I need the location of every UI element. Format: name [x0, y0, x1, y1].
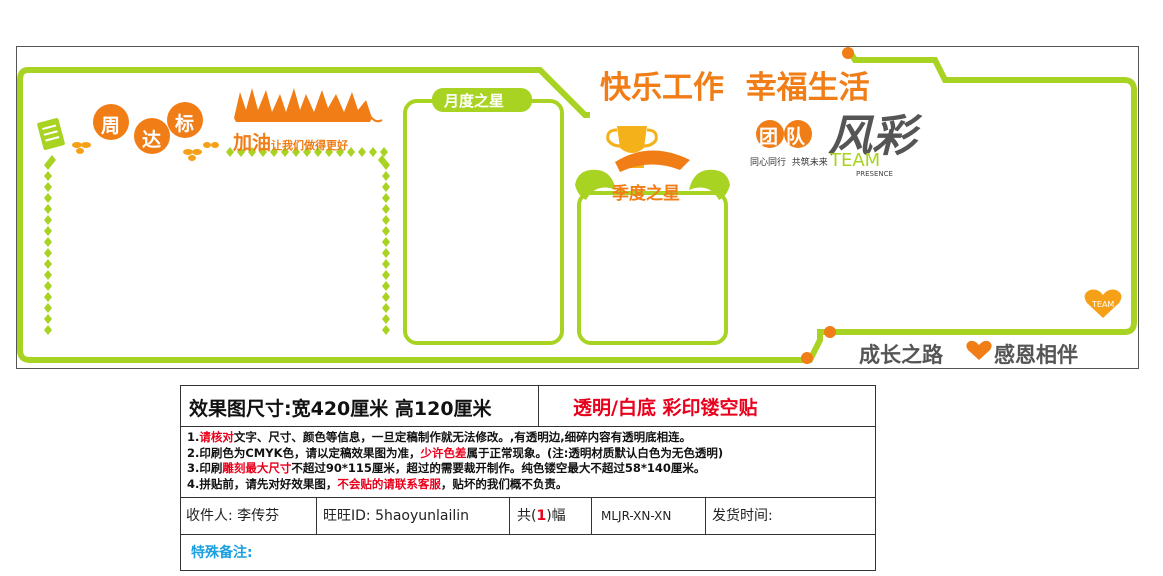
- diamond-dot: [336, 147, 344, 157]
- diamond-dot: [44, 259, 52, 269]
- trophy-icon: [606, 126, 690, 172]
- diamond-dot: [358, 147, 366, 157]
- diamond-dot: [378, 155, 386, 165]
- ship-time: 发货时间:: [712, 508, 773, 524]
- clipboard-icon: [37, 118, 65, 150]
- diamond-dot: [382, 270, 390, 280]
- heart-label: TEAM: [1092, 300, 1115, 309]
- recipient: 收件人: 李传芬: [186, 508, 280, 524]
- diamond-dot: [382, 314, 390, 324]
- quarter-star-label: 季度之星: [612, 184, 680, 204]
- month-star-tab: [432, 88, 532, 112]
- diamond-dot: [382, 237, 390, 247]
- week-char-1: 周: [101, 115, 121, 137]
- team-title: 团队: [759, 126, 814, 148]
- order-info-row: 收件人: 李传芬 旺旺ID: 5haoyunlailin 共(1)幅 MLJR-…: [181, 497, 875, 535]
- diamond-dot: [226, 147, 234, 157]
- design-artwork: [17, 47, 1137, 364]
- team-heart-icon: [1084, 289, 1122, 318]
- orange-dot-right: [824, 326, 836, 338]
- size-info: 效果图尺寸:宽420厘米 高120厘米: [189, 398, 492, 420]
- diamond-dot: [382, 204, 390, 214]
- week-circle-3: [167, 102, 203, 138]
- diamond-dot: [48, 155, 56, 165]
- diamond-dot: [44, 193, 52, 203]
- team-presence: PRESENCE: [856, 170, 893, 178]
- sheet-count: 共(1)幅: [517, 508, 566, 524]
- diamond-dot: [347, 147, 355, 157]
- diamond-dot: [248, 147, 256, 157]
- notes: 1.请核对文字、尺寸、颜色等信息，一旦定稿制作就无法修改。,有透明边,细碎内容有…: [187, 430, 871, 492]
- note-3: 3.印刷雕刻最大尺寸不超过90*115厘米，超过的需要裁开制作。纯色镂空最大不超…: [187, 461, 706, 475]
- cheering-crowd-icon: [234, 88, 383, 123]
- butterfly-icon: [72, 142, 219, 161]
- diamond-dot: [325, 147, 333, 157]
- diamond-dot: [44, 281, 52, 291]
- quarter-star-frame: [577, 191, 728, 345]
- team-sub: 同心同行 共筑未来: [750, 158, 828, 168]
- diamond-dot: [369, 147, 377, 157]
- diamond-dot: [382, 303, 390, 313]
- note-4: 4.拼贴前，请先对好效果图，不会贴的请联系客服，贴坏的我们概不负责。: [187, 476, 568, 491]
- diamond-dot: [382, 226, 390, 236]
- week-circle-1: [93, 104, 129, 140]
- diamond-dot: [44, 325, 52, 335]
- diamond-dot: [44, 182, 52, 192]
- spec-table: 效果图尺寸:宽420厘米 高120厘米 透明/白底 彩印镂空贴 1.请核对文字、…: [180, 385, 876, 571]
- diamond-dot: [382, 325, 390, 335]
- note-2: 2.印刷色为CMYK色，请以定稿效果图为准，少许色差属于正常现象。(注:透明材质…: [187, 445, 724, 460]
- orange-dot-bottom: [801, 352, 813, 364]
- team-brush: 风彩: [828, 111, 916, 162]
- product-code: MLJR-XN-XN: [601, 509, 672, 523]
- week-circle-2: [134, 118, 170, 154]
- diamond-dot: [382, 292, 390, 302]
- diamond-dot: [382, 171, 390, 181]
- orange-dot-top: [842, 47, 854, 59]
- diamond-dot: [44, 226, 52, 236]
- diamond-dot: [44, 292, 52, 302]
- spec-header-row: 效果图尺寸:宽420厘米 高120厘米 透明/白底 彩印镂空贴: [181, 386, 875, 427]
- diamond-dot: [382, 281, 390, 291]
- diamond-dot: [380, 147, 388, 157]
- cheer-title: 加油让我们做得更好: [233, 132, 349, 154]
- diamond-dot: [44, 204, 52, 214]
- team-en: TEAM: [830, 150, 881, 171]
- diamond-dot: [281, 147, 289, 157]
- diamond-dot: [382, 259, 390, 269]
- diamond-dot: [44, 171, 52, 181]
- week-char-3: 标: [175, 113, 195, 135]
- week-char-2: 达: [142, 129, 162, 151]
- green-frame-top: [28, 67, 590, 118]
- diamond-dot: [259, 147, 267, 157]
- diamond-border: [44, 147, 390, 335]
- team-circle-1: [756, 120, 784, 148]
- diamond-dot: [237, 147, 245, 157]
- gratitude-heart-icon: [966, 340, 992, 360]
- diamond-dot: [303, 147, 311, 157]
- special-remark: 特殊备注:: [191, 545, 253, 561]
- team-circle-2: [784, 120, 812, 148]
- month-star-label: 月度之星: [444, 92, 505, 110]
- diamond-dot: [44, 314, 52, 324]
- wings-icon: [575, 169, 730, 200]
- diamond-dot: [44, 237, 52, 247]
- growth-text: 成长之路: [859, 343, 943, 367]
- wangwang-id: 旺旺ID: 5haoyunlailin: [323, 508, 470, 524]
- diamond-dot: [44, 270, 52, 280]
- diamond-dot: [382, 182, 390, 192]
- diamond-dot: [292, 147, 300, 157]
- diamond-dot: [270, 147, 278, 157]
- diamond-dot: [314, 147, 322, 157]
- diamond-dot: [44, 248, 52, 258]
- green-frame-line: [17, 50, 1137, 363]
- diamond-dot: [382, 215, 390, 225]
- material-info: 透明/白底 彩印镂空贴: [573, 397, 758, 419]
- gratitude-text: 感恩相伴: [994, 343, 1078, 367]
- diamond-dot: [382, 248, 390, 258]
- diamond-dot: [44, 215, 52, 225]
- note-1: 1.请核对文字、尺寸、颜色等信息，一旦定稿制作就无法修改。,有透明边,细碎内容有…: [187, 430, 692, 444]
- slogan: 快乐工作 幸福生活: [600, 70, 870, 106]
- diamond-dot: [382, 193, 390, 203]
- diamond-dot: [44, 303, 52, 313]
